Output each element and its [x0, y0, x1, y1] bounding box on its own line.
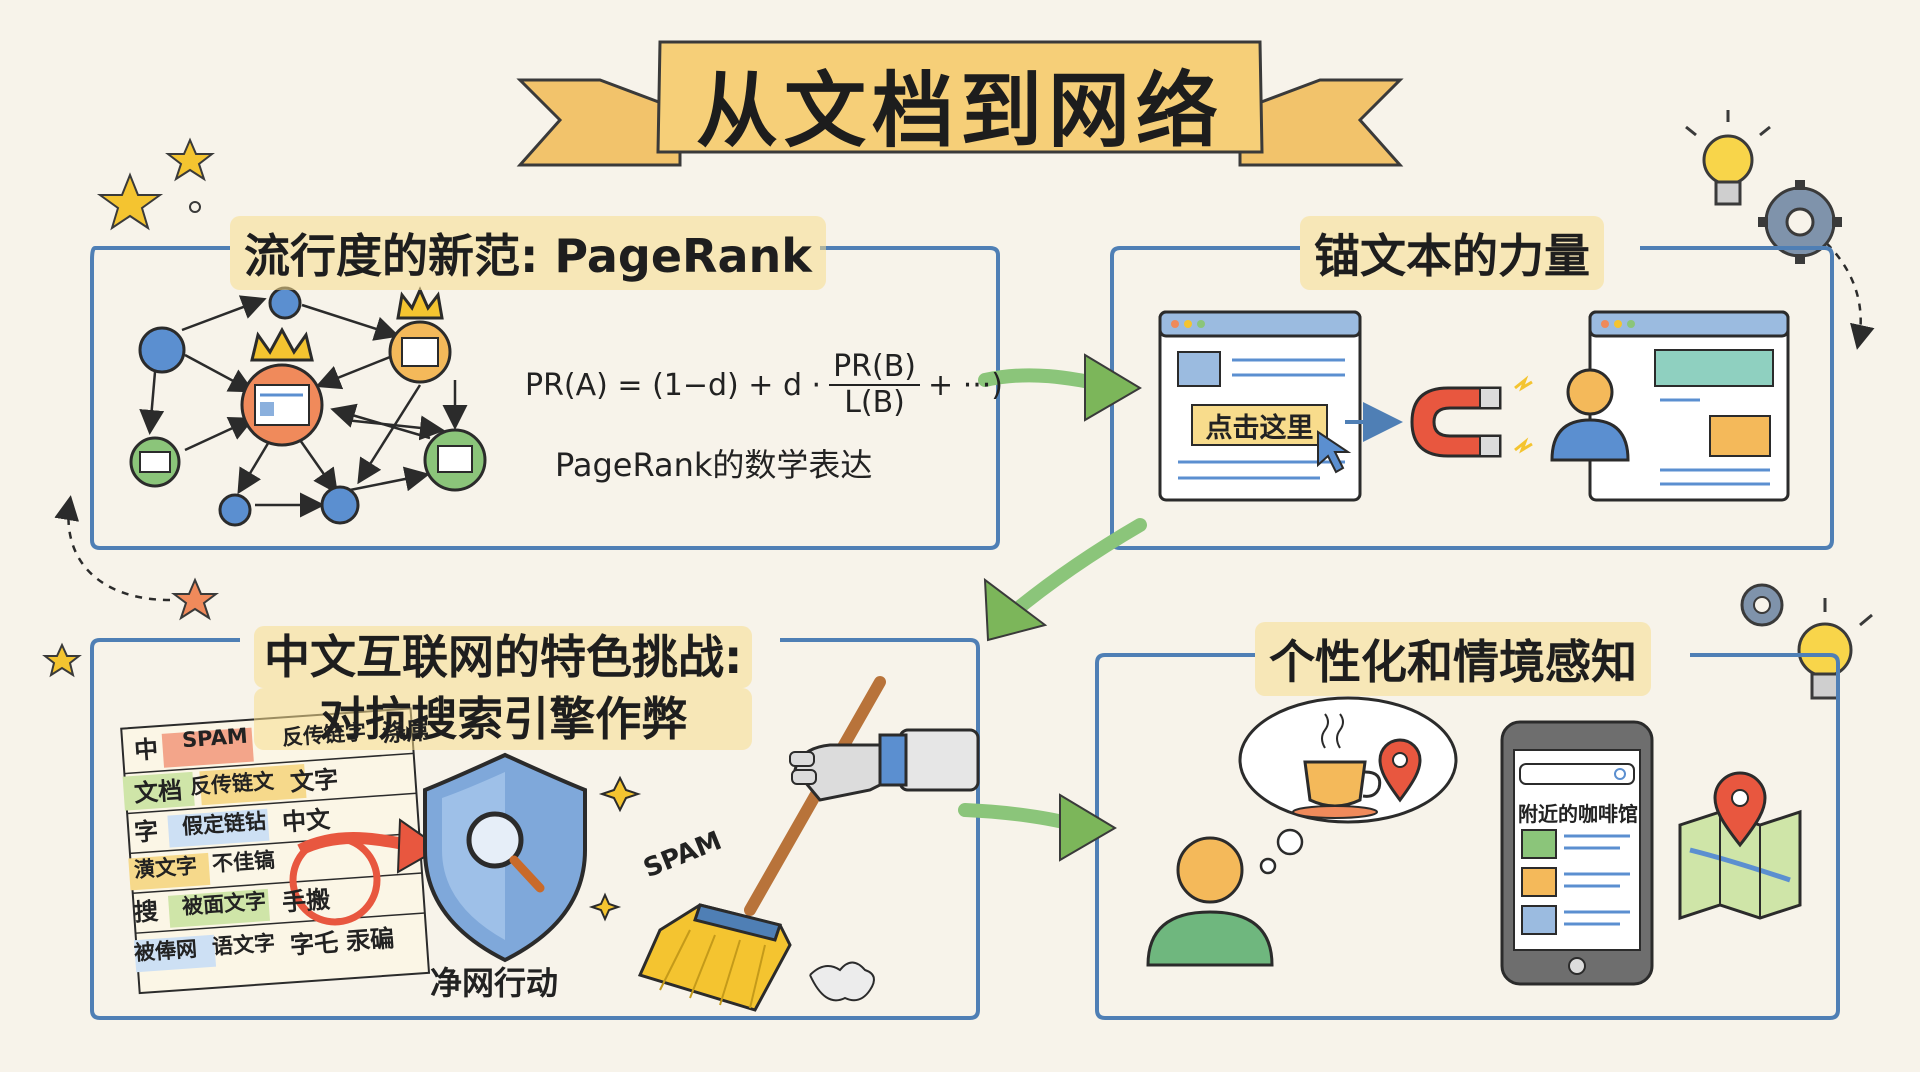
grid-cell: 反传链文 — [189, 768, 275, 799]
location-pin-icon — [1713, 771, 1767, 848]
gear-icon — [1740, 583, 1784, 627]
pagerank-panel-title: 流行度的新范: PageRank — [230, 216, 826, 290]
pagerank-graph — [129, 286, 487, 527]
panel-personal — [1095, 653, 1840, 1020]
grid-cell: SPAM — [181, 724, 249, 753]
node-blue — [320, 485, 360, 525]
grid-cell: 假定链钻 — [181, 809, 267, 840]
grid-cell: 字乇 — [289, 928, 340, 960]
panel-spam — [90, 638, 980, 1020]
grid-cell: 被面文字 — [181, 889, 267, 920]
grid-cell: 不佳镐 — [211, 848, 276, 877]
flow-arrow — [978, 353, 1142, 422]
spam-panel-title: 中文互联网的特色挑战: 对抗搜索引擎作弊 — [240, 622, 766, 754]
lightbulb-icon — [1797, 598, 1873, 700]
broom-icon — [637, 676, 886, 1012]
cursor-icon — [1317, 430, 1352, 474]
grid-cell: 中文 — [281, 805, 332, 837]
sparkle-icon — [598, 775, 642, 813]
star-icon — [96, 172, 164, 231]
grid-cell: 文字 — [289, 765, 340, 797]
location-pin-icon — [1378, 738, 1422, 803]
crown-icon — [396, 286, 444, 320]
node-blue — [218, 493, 252, 527]
sparkle-icon — [588, 892, 622, 922]
flow-arrow — [983, 518, 1147, 642]
personal-panel-title: 个性化和情境感知 — [1255, 622, 1651, 696]
crown-icon — [250, 326, 314, 362]
star-icon — [42, 642, 82, 678]
anchor-link-text: 点击这里 — [1205, 412, 1314, 444]
page-title: 从文档到网络 — [695, 63, 1224, 159]
dashed-arrow — [54, 495, 171, 602]
title-ribbon — [516, 40, 1404, 167]
spam-title-line2: 对抗搜索引擎作弊 — [254, 688, 753, 750]
shield-icon — [423, 752, 642, 963]
formula-fraction: PR(B) L(B) — [829, 350, 921, 420]
formula-lhs: PR(A) = (1−d) + d · — [525, 367, 822, 403]
grid-cell: 汞碥 — [345, 924, 396, 956]
star-icon-group — [42, 137, 219, 678]
star-icon — [165, 137, 215, 182]
magnifier-icon — [466, 811, 524, 869]
grid-cell: 语文字 — [211, 931, 276, 960]
formula-caption: PageRank的数学表达 — [555, 446, 873, 484]
phone-search-text: 附近的咖啡馆 — [1518, 802, 1638, 826]
forbidden-circle-icon — [289, 818, 442, 926]
pagerank-formula: PR(A) = (1−d) + d · PR(B) L(B) + ···) — [525, 350, 1003, 420]
map-icon — [1678, 771, 1802, 921]
formula-numerator: PR(B) — [829, 350, 921, 386]
grid-cell: 潢文字 — [133, 853, 198, 882]
grid-cell: 涤屌 — [381, 716, 432, 748]
spam-title-line1: 中文互联网的特色挑战: — [254, 626, 753, 688]
node-blue — [268, 286, 302, 320]
robot-arm-icon — [789, 728, 980, 802]
grid-cell: 字 — [133, 816, 160, 847]
grid-cell: 手搬 — [281, 885, 332, 917]
panel-pagerank — [90, 246, 1000, 550]
smartphone-icon — [1500, 720, 1654, 986]
formula-tail: + ···) — [928, 367, 1004, 403]
thought-bubble — [1238, 696, 1458, 875]
formula-denominator: L(B) — [844, 385, 905, 420]
lightbulb-icon — [1685, 110, 1771, 206]
person-icon — [1146, 836, 1274, 967]
gear-icon — [1758, 180, 1842, 264]
flow-arrow — [958, 793, 1117, 862]
user-avatar-icon — [1550, 368, 1630, 462]
grid-cell: 中 — [133, 734, 160, 765]
panel-anchor — [1110, 246, 1834, 550]
coffee-cup-icon — [1303, 760, 1367, 808]
grid-cell: 反传链字 — [281, 720, 367, 751]
anchor-panel-title: 锚文本的力量 — [1300, 216, 1604, 290]
shield-label: 净网行动 — [430, 964, 559, 1002]
browser-window-target — [1588, 310, 1790, 502]
star-icon — [171, 577, 219, 621]
node-blue — [138, 326, 186, 374]
magnet-icon — [1410, 375, 1533, 458]
browser-window-source — [1158, 310, 1362, 502]
grid-cell: 被俸网 — [133, 936, 198, 965]
grid-cell: 文档 — [133, 776, 184, 808]
grid-cell: 搜 — [133, 896, 160, 927]
